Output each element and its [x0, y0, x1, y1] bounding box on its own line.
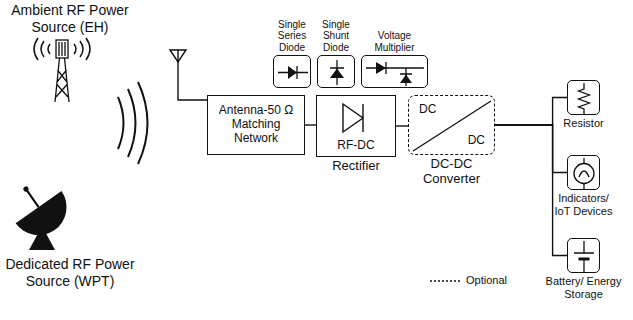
- load-label: Indicators/ IoT Devices: [551, 192, 617, 217]
- series-diode-box: Single Series Diode: [273, 55, 311, 88]
- wire-connector: [495, 98, 567, 126]
- wire-connector: [305, 124, 316, 125]
- load-label: Resistor: [549, 117, 619, 130]
- rf-waves: [118, 82, 148, 164]
- diode-symbol: [318, 56, 353, 86]
- port-label: DC: [468, 134, 485, 148]
- resistor-symbol: [568, 81, 598, 113]
- option-heading: Voltage Multiplier: [365, 30, 425, 53]
- diode-symbol: [274, 56, 309, 86]
- battery-box: Battery/ Energy Storage: [567, 238, 600, 273]
- wire-connector: [495, 125, 567, 173]
- voltage-multiplier-box: Voltage Multiplier: [361, 55, 428, 88]
- receive-antenna: [170, 50, 207, 100]
- converter-box: DCDCDC-DC Converter: [408, 95, 495, 155]
- matching-network-box: Antenna-50 Ω Matching Network: [207, 95, 305, 155]
- load-label: Battery/ Energy Storage: [545, 275, 622, 300]
- box-text: RF-DC: [317, 139, 395, 153]
- wire-connector: [495, 125, 567, 256]
- source-label: Ambient RF Power Source (EH): [0, 2, 140, 36]
- block-heading: DC-DC Converter: [416, 157, 488, 187]
- legend-item: Optional: [466, 274, 507, 286]
- block-heading: Rectifier: [311, 159, 401, 174]
- source-label: Dedicated RF Power Source (WPT): [0, 256, 140, 290]
- dish-antenna: [2, 171, 78, 250]
- battery-symbol: [568, 239, 598, 271]
- wire-connector: [396, 125, 408, 126]
- ambient-tower: [34, 38, 90, 102]
- shunt-diode-box: Single Shunt Diode: [317, 55, 355, 88]
- lamp-symbol: [568, 156, 598, 188]
- legend-sample: [430, 281, 460, 282]
- port-label: DC: [419, 103, 436, 117]
- option-heading: Single Series Diode: [271, 19, 313, 54]
- resistor-box: Resistor: [567, 80, 600, 115]
- option-heading: Single Shunt Diode: [315, 19, 357, 54]
- box-text: Antenna-50 Ω Matching Network: [208, 104, 304, 145]
- legend-text: Optional: [466, 274, 507, 286]
- rectifier-box: RF-DCRectifier: [316, 95, 396, 157]
- multiplier-symbol: [362, 56, 426, 86]
- indicator-box: Indicators/ IoT Devices: [567, 155, 600, 190]
